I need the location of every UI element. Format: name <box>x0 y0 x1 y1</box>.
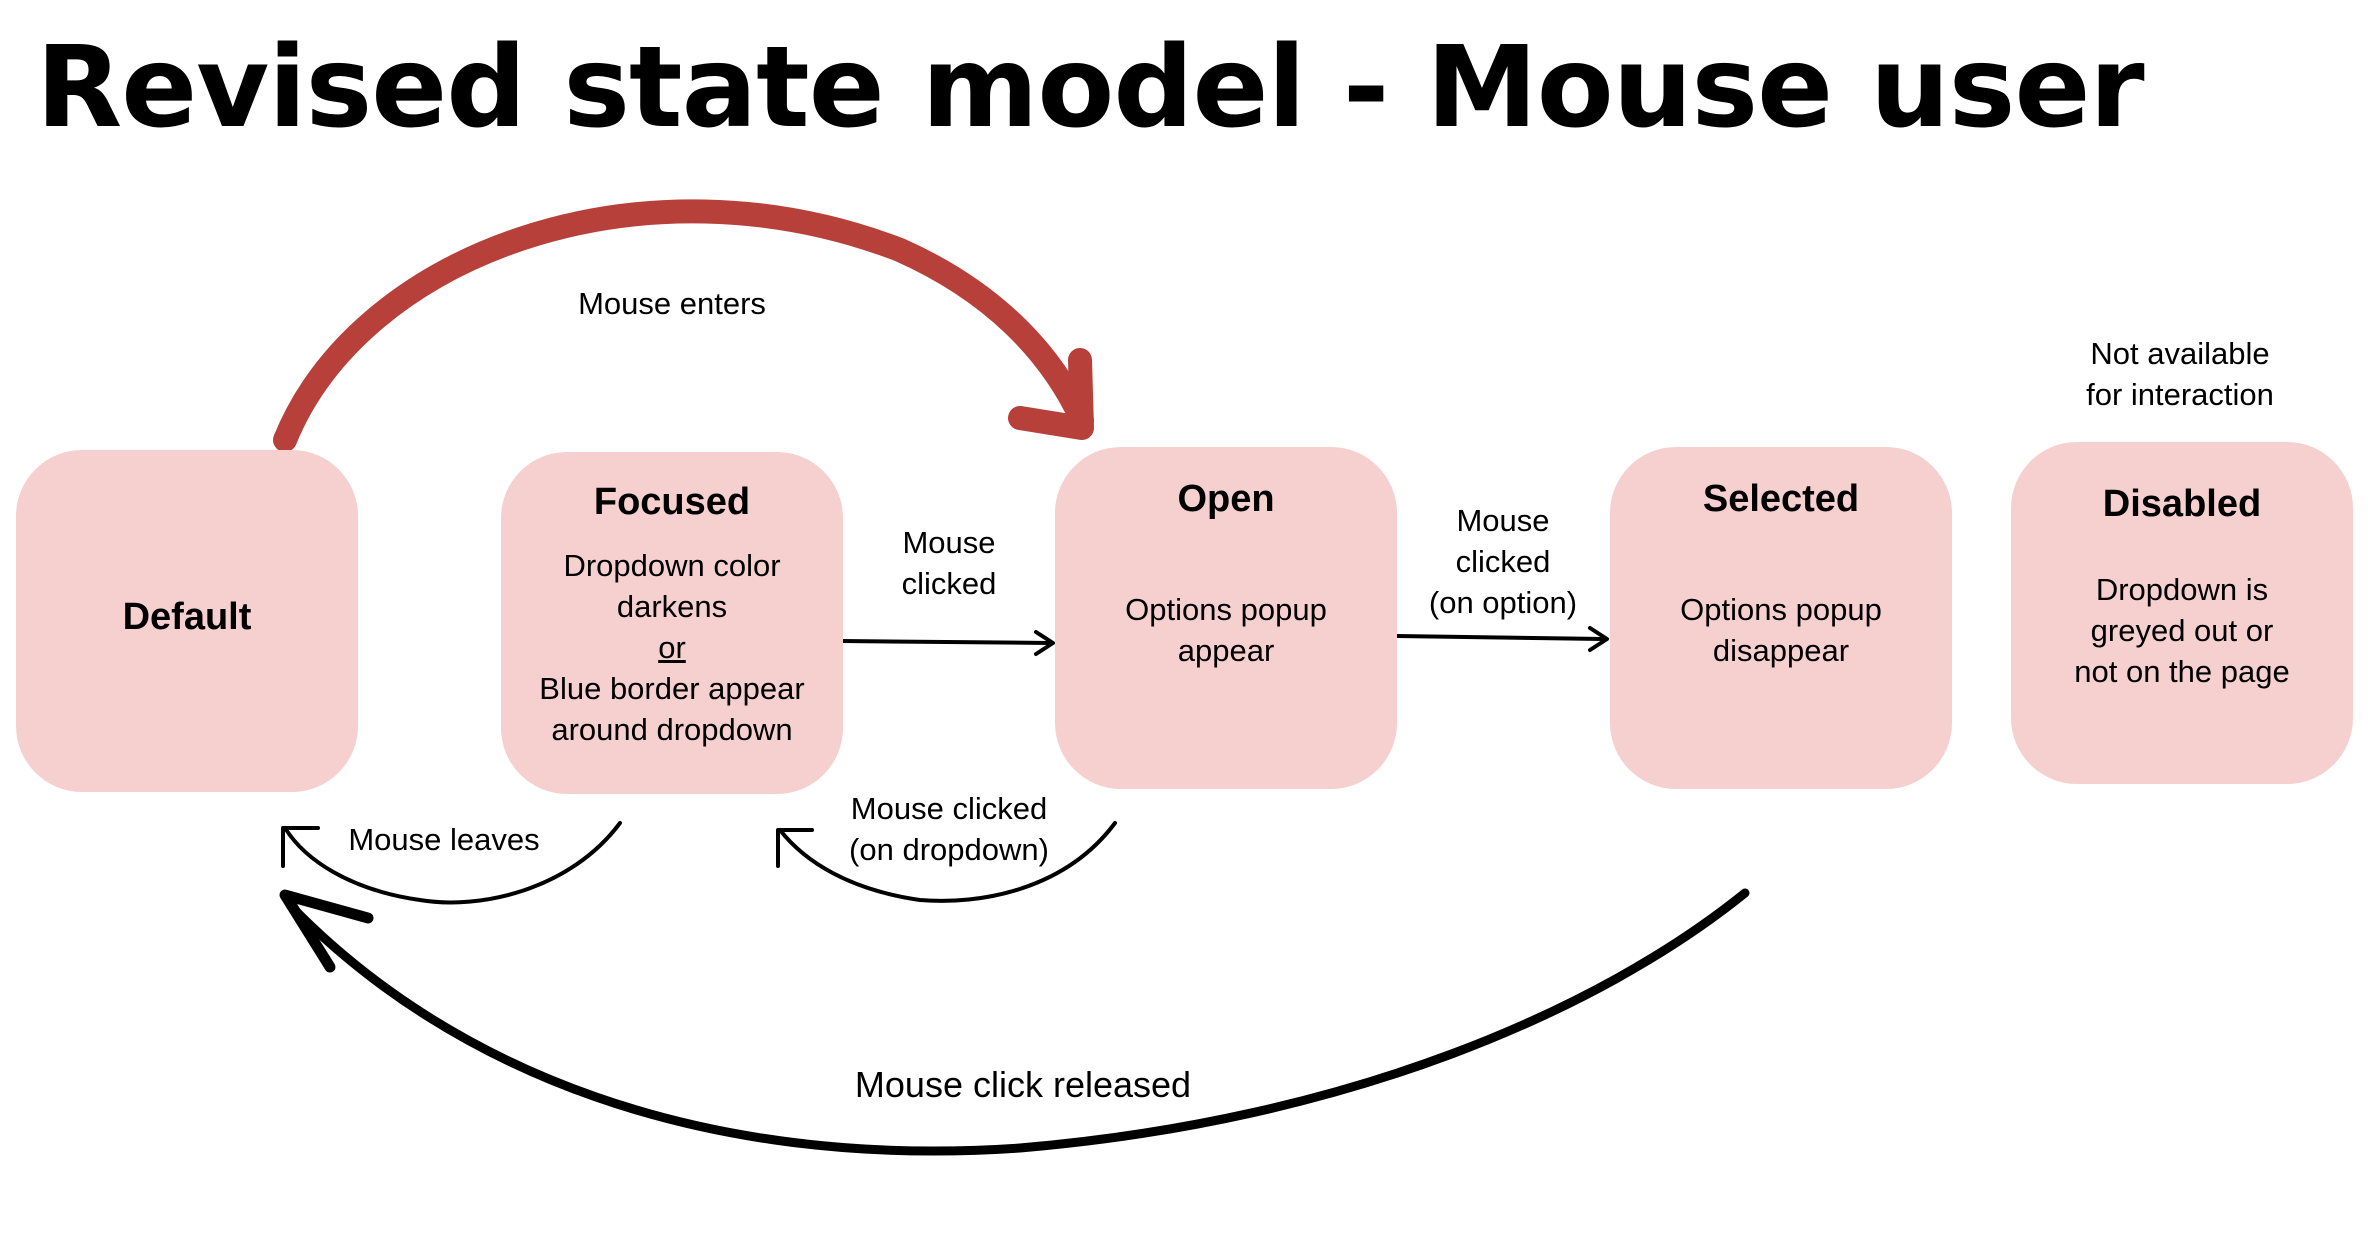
label-mouse-clicked-option: Mouse clicked (on option) <box>1429 500 1577 623</box>
state-disabled-desc-line: not on the page <box>2074 654 2290 689</box>
label-line: clicked <box>1455 544 1551 579</box>
arrow-mouse-clicked-dropdown-head <box>776 828 814 868</box>
note-line: Not available <box>2090 336 2270 371</box>
label-mouse-click-released: Mouse click released <box>855 1064 1191 1105</box>
state-disabled-desc-line: Dropdown is <box>2095 572 2269 607</box>
label-mouse-clicked: Mouse clicked <box>902 522 997 604</box>
state-selected: Selected Options popup disappear <box>1610 447 1952 789</box>
label-mouse-leaves: Mouse leaves <box>348 819 539 860</box>
arrow-mouse-enters <box>273 199 1094 452</box>
page-title: Revised state model - Mouse user <box>36 23 2145 153</box>
arrow-mouse-click-released-head <box>279 889 374 973</box>
state-disabled-title: Disabled <box>2102 483 2262 525</box>
state-focused-desc-line: Dropdown color <box>563 548 781 583</box>
label-line: (on dropdown) <box>849 832 1049 867</box>
state-focused-desc-line: around dropdown <box>551 712 793 747</box>
arrow-mouse-leaves-head <box>281 826 320 868</box>
label-line: (on option) <box>1428 585 1578 620</box>
label-line: Mouse <box>902 525 996 560</box>
state-open-description: Options popup appear <box>1065 589 1387 671</box>
state-focused-title: Focused <box>593 481 751 523</box>
state-disabled: Disabled Dropdown is greyed out or not o… <box>2011 442 2353 784</box>
label-mouse-clicked-dropdown: Mouse clicked (on dropdown) <box>849 788 1049 870</box>
state-default-title: Default <box>122 596 252 638</box>
arrow-mouse-clicked-dropdown <box>778 821 1117 903</box>
state-focused-description: Dropdown color darkens or Blue border ap… <box>511 545 833 750</box>
state-selected-desc-line: Options popup <box>1680 592 1882 627</box>
arrow-mouse-clicked <box>841 639 1051 645</box>
state-focused-desc-line: darkens <box>616 589 728 624</box>
state-disabled-description: Dropdown is greyed out or not on the pag… <box>2021 569 2343 692</box>
label-line: Mouse clicked <box>850 791 1048 826</box>
state-open-desc-line: appear <box>1177 633 1275 668</box>
label-line: clicked <box>901 566 997 601</box>
state-selected-description: Options popup disappear <box>1620 589 1942 671</box>
arrow-mouse-clicked-option-head <box>1588 626 1609 652</box>
state-focused-desc-or: or <box>658 630 686 665</box>
note-not-available: Not available for interaction <box>2086 333 2274 415</box>
state-open: Open Options popup appear <box>1055 447 1397 789</box>
state-open-desc-line: Options popup <box>1125 592 1327 627</box>
state-selected-desc-line: disappear <box>1712 633 1850 668</box>
state-open-title: Open <box>1177 478 1275 520</box>
state-focused-desc-line: Blue border appear <box>539 671 805 706</box>
arrow-mouse-click-released <box>285 888 1750 1156</box>
label-line: Mouse click released <box>854 1064 1192 1105</box>
arrow-mouse-clicked-option <box>1396 634 1605 641</box>
state-disabled-desc-line: greyed out or <box>2090 613 2274 648</box>
state-default: Default <box>16 450 358 792</box>
label-line: Mouse enters <box>578 286 766 321</box>
arrow-mouse-leaves <box>283 821 622 905</box>
note-line: for interaction <box>2086 377 2274 412</box>
state-selected-title: Selected <box>1702 478 1860 520</box>
label-mouse-enters: Mouse enters <box>578 283 766 324</box>
arrow-mouse-clicked-head <box>1034 630 1055 656</box>
label-line: Mouse leaves <box>348 822 540 857</box>
arrow-mouse-enters-head <box>1008 348 1094 440</box>
state-focused: Focused Dropdown color darkens or Blue b… <box>501 452 843 794</box>
label-line: Mouse <box>1456 503 1550 538</box>
